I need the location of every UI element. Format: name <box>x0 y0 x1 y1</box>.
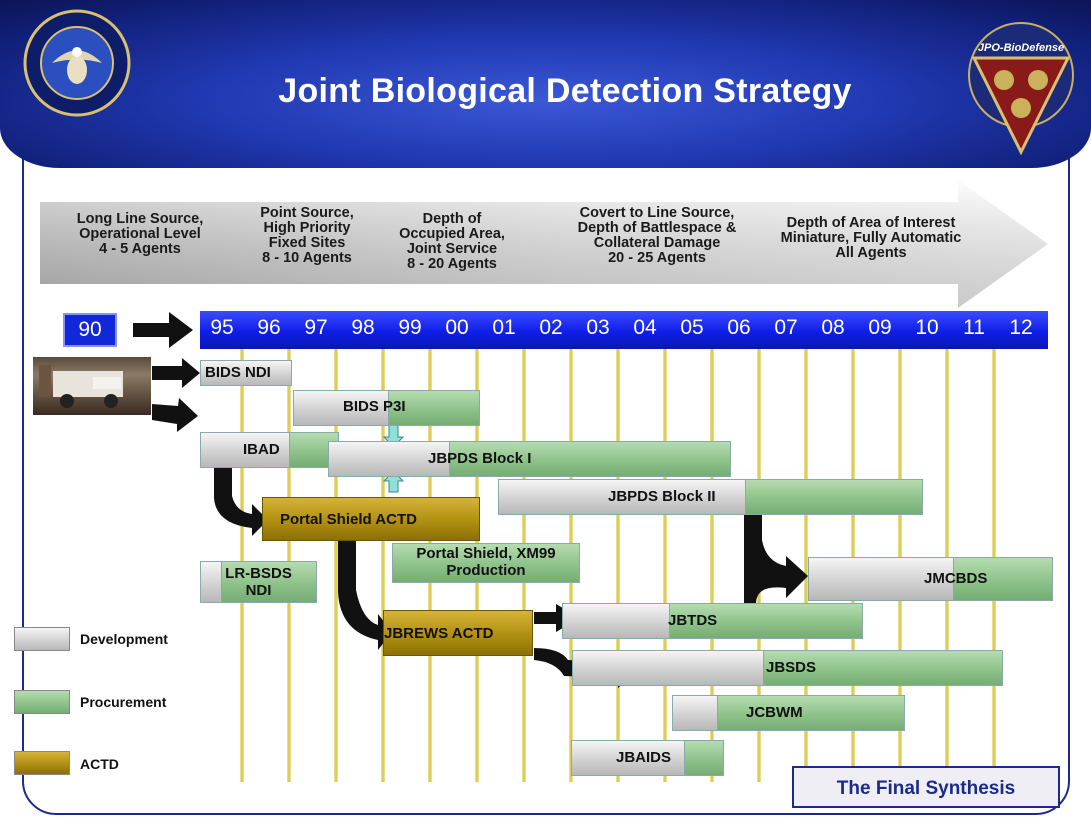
bids-p3i-dev-bar <box>293 390 389 426</box>
jbpds-block1-dev-bar <box>328 441 450 477</box>
phase-4-text: Covert to Line Source,Depth of Battlespa… <box>577 205 737 266</box>
jpo-biodefense-emblem-icon: JPO-BioDefense <box>966 20 1076 165</box>
legend-development-swatch <box>14 627 70 651</box>
legend-procurement-swatch <box>14 690 70 714</box>
grid-line <box>710 349 714 782</box>
year-label: 97 <box>304 316 328 339</box>
jmcbds-proc-bar <box>953 557 1053 601</box>
jbtds-label: JBTDS <box>668 612 718 629</box>
bids-ndi-label: BIDS NDI <box>205 364 271 381</box>
grid-line <box>381 349 385 782</box>
year-label: 08 <box>821 316 845 339</box>
jbrews-actd-label: JBREWS ACTD <box>384 625 494 642</box>
jbtds-proc-bar <box>669 603 863 639</box>
year-label: 99 <box>398 316 422 339</box>
year-label: 98 <box>351 316 375 339</box>
portal-shield-actd-bar <box>262 497 480 541</box>
year-label: 96 <box>257 316 281 339</box>
legend-actd-label: ACTD <box>80 756 119 772</box>
phase-arrow <box>40 180 1048 308</box>
jbtds-dev-bar <box>562 603 670 639</box>
start-year-box: 90 <box>63 313 117 347</box>
grid-line <box>334 349 338 782</box>
page-title: Joint Biological Detection Strategy <box>278 72 852 110</box>
year-label: 07 <box>774 316 798 339</box>
year-label: 09 <box>868 316 892 339</box>
year-label: 01 <box>492 316 516 339</box>
year-label: 06 <box>727 316 751 339</box>
jbaids-dev-bar <box>571 740 685 776</box>
dod-seal-icon <box>22 8 132 123</box>
jbpds-block2-dev-bar <box>498 479 746 515</box>
year-label: 04 <box>633 316 657 339</box>
final-synthesis-badge: The Final Synthesis <box>792 766 1060 808</box>
jcbwm-dev-bar <box>672 695 718 731</box>
legend-actd-swatch <box>14 751 70 775</box>
vehicle-photo <box>33 357 151 415</box>
portal-shield-actd-label: Portal Shield ACTD <box>280 511 417 528</box>
grid-line <box>663 349 667 782</box>
jbrews-actd-bar <box>383 610 533 656</box>
jbpds-block2-label: JBPDS Block II <box>608 488 716 505</box>
bids-p3i-proc-bar <box>388 390 480 426</box>
jbsds-proc-bar <box>763 650 1003 686</box>
jbaids-proc-bar <box>684 740 724 776</box>
jbsds-dev-bar <box>572 650 764 686</box>
year-label: 10 <box>915 316 939 339</box>
jbpds-block1-proc-bar <box>449 441 731 477</box>
year-label: 03 <box>586 316 610 339</box>
jbsds-label: JBSDS <box>766 659 817 676</box>
jbpds-block1-label: JBPDS Block I <box>428 450 532 467</box>
year-label: 05 <box>680 316 704 339</box>
ibad-label: IBAD <box>243 441 280 458</box>
arrow-right-icon <box>133 312 193 348</box>
lr-bsds-proc-bar <box>221 561 317 603</box>
grid-line <box>616 349 620 782</box>
timeline-bar <box>200 311 1048 349</box>
grid-line <box>804 349 808 782</box>
bids-p3i-label: BIDS P3I <box>343 398 406 415</box>
jbpds-block2-proc-bar <box>745 479 923 515</box>
year-label: 12 <box>1009 316 1033 339</box>
portal-shield-production-bar <box>392 543 580 583</box>
jmcbds-dev-bar <box>808 557 954 601</box>
header-banner <box>0 0 1091 168</box>
legend-development-label: Development <box>80 631 168 647</box>
year-label: 02 <box>539 316 563 339</box>
year-label: 00 <box>445 316 469 339</box>
jcbwm-label: JCBWM <box>746 704 803 721</box>
jbaids-label: JBAIDS <box>616 749 672 766</box>
jcbwm-proc-bar <box>717 695 905 731</box>
legend-procurement-label: Procurement <box>80 694 167 710</box>
year-label: 11 <box>963 316 985 339</box>
year-label: 95 <box>210 316 234 339</box>
jpo-biodefense-label: JPO-BioDefense <box>977 42 1065 54</box>
jmcbds-label: JMCBDS <box>924 570 988 587</box>
bids-ndi-bar <box>200 360 292 386</box>
